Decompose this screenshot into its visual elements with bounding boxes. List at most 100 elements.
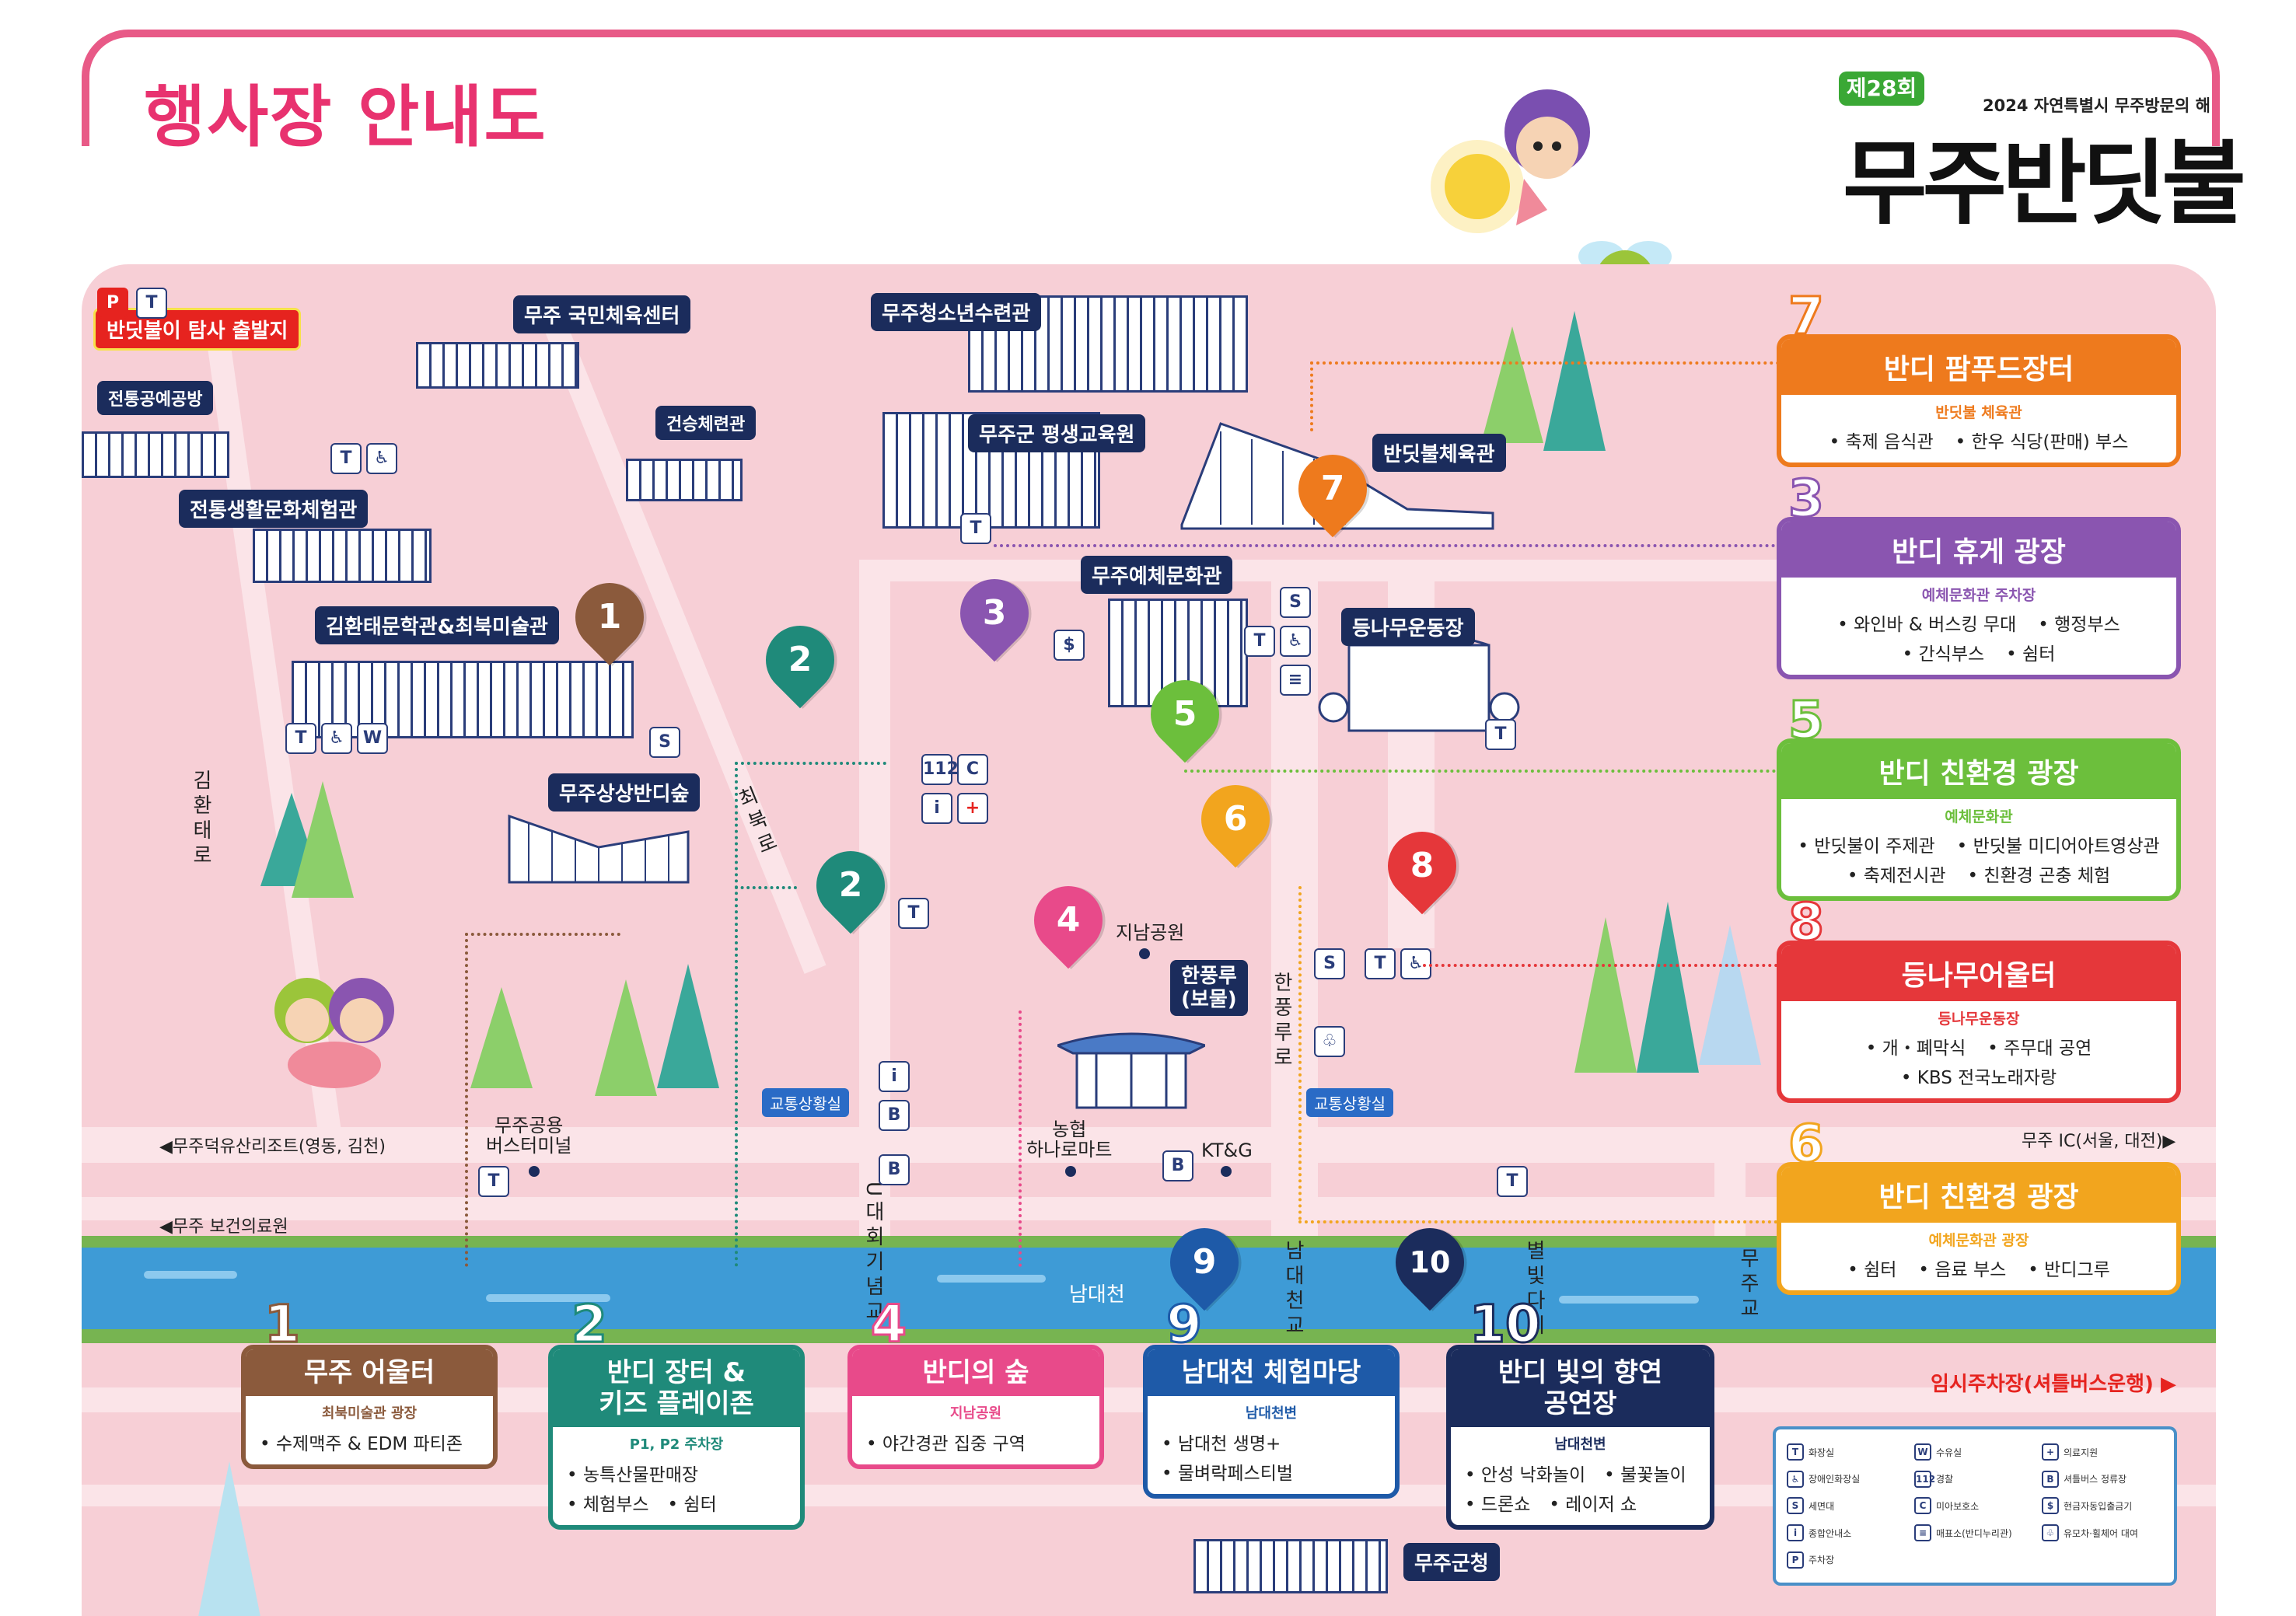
restroom-icon[interactable]: T: [1485, 719, 1516, 750]
forest-label: 무주상상반디숲: [548, 773, 701, 811]
legend-item: $현금자동입출금기: [2042, 1494, 2163, 1518]
pin-venue-1[interactable]: 1: [561, 568, 659, 666]
venue-card-items: 와인바 & 버스킹 무대행정부스간식부스쉼터: [1781, 605, 2176, 675]
nursing-room-icon[interactable]: W: [357, 723, 388, 754]
connector-7: [1310, 361, 1854, 365]
washstand-icon[interactable]: S: [1314, 948, 1345, 979]
parking-icon[interactable]: P: [97, 288, 128, 319]
ticket-office-icon[interactable]: ≡: [1280, 665, 1311, 696]
temporary-parking-note[interactable]: 임시주차장(셔틀버스운행) ▶: [1931, 1373, 2176, 1396]
legend-label: 유모차·휠체어 대여: [2064, 1527, 2138, 1539]
venue-card-items: 반딧불이 주제관반딧불 미디어아트영상관축제전시관친환경 곤충 체험: [1781, 826, 2176, 896]
venue-card-title: 반디 휴게 광장: [1781, 522, 2176, 578]
restroom-icon[interactable]: T: [898, 898, 929, 929]
venue-card-8[interactable]: 등나무어울터등나무운동장개・폐막식주무대 공연KBS 전국노래자랑: [1777, 941, 2181, 1103]
venue-card-item: 반딧불 미디어아트영상관: [1957, 831, 2160, 857]
shuttle-bus-icon[interactable]: B: [879, 1100, 910, 1131]
connector-1: [465, 933, 468, 1267]
info-center-icon[interactable]: i: [921, 793, 952, 824]
street-muju-bridge: 무주교: [1736, 1248, 1760, 1322]
start-point-label: 반딧불이 탐사 출발지: [93, 308, 302, 351]
accessible-restroom-icon[interactable]: ♿: [321, 723, 352, 754]
restroom-icon[interactable]: T: [285, 723, 316, 754]
pin-venue-6[interactable]: 6: [1186, 770, 1284, 868]
connector-8: [1423, 964, 1858, 967]
pin-venue-10[interactable]: 10: [1381, 1213, 1479, 1311]
restroom-icon[interactable]: T: [1365, 948, 1396, 979]
restroom-icon[interactable]: T: [478, 1166, 509, 1197]
tree-icon: [470, 987, 533, 1088]
culture-exp-label: 전통생활문화체험관: [179, 490, 369, 528]
legend-icon: P: [1787, 1551, 1804, 1569]
pin-venue-5[interactable]: 5: [1136, 665, 1234, 763]
accessible-restroom-icon[interactable]: ♿: [1280, 626, 1311, 657]
legend-label: 수유실: [1936, 1447, 1962, 1458]
shuttle-bus-icon[interactable]: B: [879, 1154, 910, 1185]
washstand-icon[interactable]: S: [1280, 587, 1311, 618]
legend-icon: 112: [1914, 1470, 1935, 1488]
shuttle-bus-icon[interactable]: B: [1162, 1150, 1193, 1181]
washstand-icon[interactable]: S: [649, 727, 680, 758]
direction-deogyu: ◀무주덕유산리조트(영동, 김천): [159, 1137, 386, 1157]
restroom-icon[interactable]: T: [960, 513, 991, 544]
restroom-icon[interactable]: T: [1497, 1166, 1528, 1197]
restroom-icon[interactable]: T: [1244, 626, 1275, 657]
venue-card-item: 쉼터: [668, 1489, 716, 1516]
traditional-craft-label: 전통공예공방: [97, 381, 214, 415]
restroom-icon[interactable]: T: [330, 443, 362, 474]
venue-card-9[interactable]: 남대천 체험마당남대천변남대천 생명+물벼락페스티벌: [1143, 1345, 1400, 1499]
traditional-craft-building: [82, 431, 229, 478]
sports-center-label: 무주 국민체육센터: [513, 295, 691, 333]
street-star-bridge: 별빛다리: [1522, 1240, 1546, 1339]
venue-card-item: 반딧불이 주제관: [1798, 831, 1934, 857]
restroom-icon[interactable]: T: [136, 288, 167, 319]
pin-venue-8[interactable]: 8: [1373, 817, 1471, 915]
venue-card-item: 드론쇼: [1465, 1489, 1530, 1516]
tree-icon: [1699, 925, 1761, 1065]
connector-2: [735, 886, 797, 889]
venue-card-item: 남대천 생명+: [1162, 1429, 1281, 1455]
info-center-icon[interactable]: i: [879, 1061, 910, 1092]
venue-card-10[interactable]: 반디 빛의 향연 공연장남대천변안성 낙화놀이불꽃놀이드론쇼레이저 쇼: [1446, 1345, 1714, 1530]
legend-icon: B: [2042, 1470, 2059, 1488]
venue-card-items: 안성 낙화놀이불꽃놀이드론쇼레이저 쇼: [1451, 1454, 1710, 1525]
lost-child-icon[interactable]: C: [957, 754, 988, 785]
atm-icon[interactable]: $: [1054, 630, 1085, 661]
pin-venue-3[interactable]: 3: [945, 564, 1043, 662]
tree-icon: [1543, 311, 1606, 451]
legend-icon: S: [1787, 1497, 1804, 1515]
venue-card-item: 쉼터: [2006, 639, 2055, 665]
medical-icon[interactable]: +: [957, 793, 988, 824]
tree-icon: [198, 1461, 260, 1616]
pin-venue-4[interactable]: 4: [1019, 871, 1117, 969]
venue-card-item: 축제 음식관: [1829, 427, 1934, 453]
venue-card-5[interactable]: 반디 친환경 광장예체문화관반딧불이 주제관반딧불 미디어아트영상관축제전시관친…: [1777, 738, 2181, 901]
stroller-rental-icon[interactable]: ♧: [1314, 1026, 1345, 1057]
legend-icon: C: [1914, 1497, 1931, 1515]
county-office-label: 무주군청: [1403, 1543, 1500, 1581]
pin-venue-2b[interactable]: 2: [802, 836, 900, 934]
venue-card-4[interactable]: 반디의 숲지남공원야간경관 집중 구역: [847, 1345, 1104, 1469]
legend-item: ≡매표소(반디누리관): [1914, 1521, 2036, 1545]
accessible-restroom-icon[interactable]: ♿: [366, 443, 397, 474]
venue-card-item: 레이저 쇼: [1549, 1489, 1637, 1516]
page-title: 행사장 안내도: [144, 79, 547, 156]
police-icon[interactable]: 112: [921, 754, 959, 785]
venue-card-item: 안성 낙화놀이: [1465, 1460, 1585, 1486]
pin-venue-2a[interactable]: 2: [751, 611, 849, 709]
culture-exp-building: [253, 529, 432, 583]
pin-venue-7[interactable]: 7: [1284, 440, 1382, 538]
tree-icon: [657, 964, 719, 1088]
lifelong-edu-label: 무주군 평생교육원: [968, 414, 1146, 452]
venue-card-items: 쉼터음료 부스반디그루: [1781, 1250, 2176, 1290]
connector-6: [1298, 1220, 1858, 1223]
